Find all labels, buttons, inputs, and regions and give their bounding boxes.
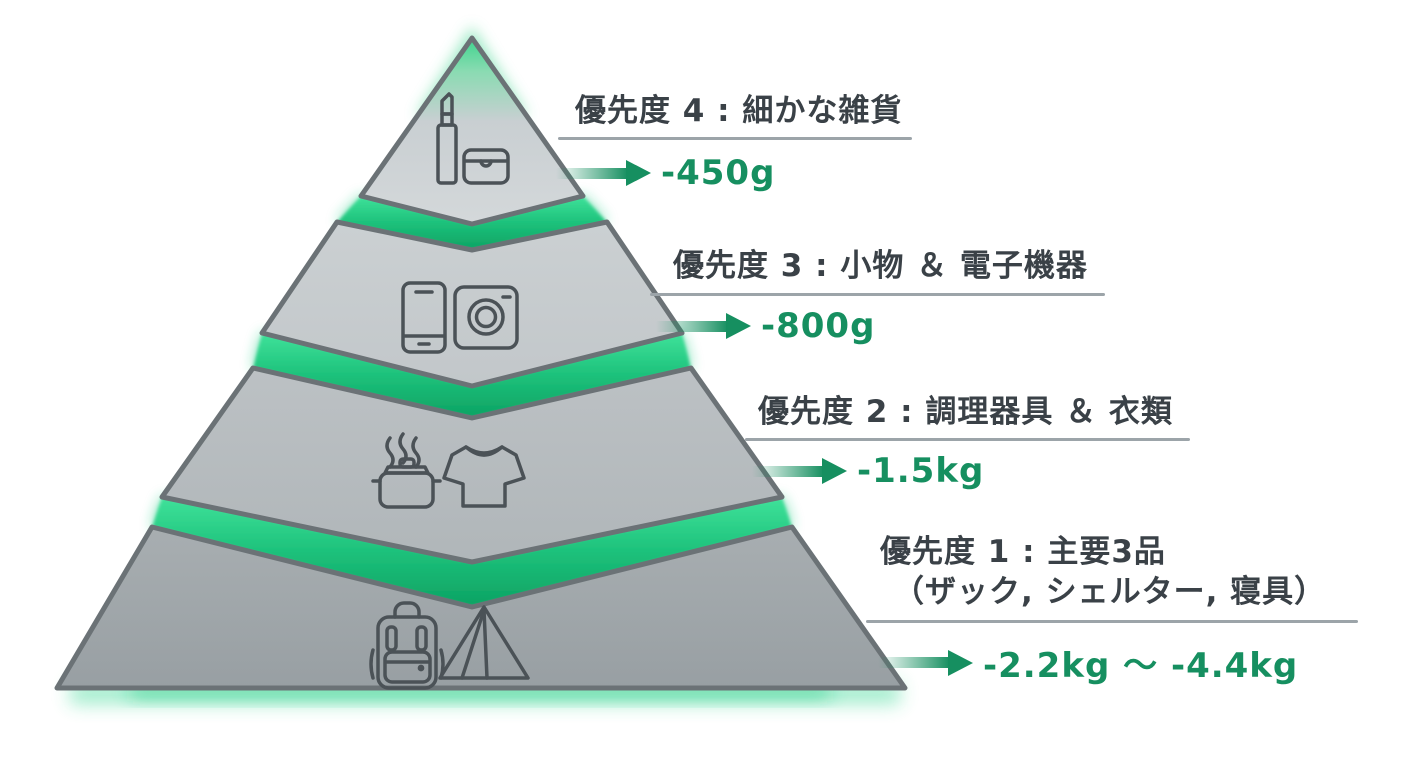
tier-1-title: 優先度 1 : 主要3品 <box>880 534 1166 570</box>
tier-1-arrow-icon <box>878 649 973 676</box>
tier-gap-glow-3-2 <box>253 333 691 418</box>
tier-4-value: -450g <box>661 153 776 193</box>
tier-3-title: 優先度 3 : 小物 ＆ 電子機器 <box>673 248 1088 284</box>
tier-2-shape <box>159 365 785 565</box>
lipstick-icon <box>436 92 458 185</box>
tier-1-underline <box>866 620 1358 623</box>
pot-icon <box>371 432 442 509</box>
tent-icon <box>438 605 530 680</box>
tier-4-underline <box>558 137 912 140</box>
tier-1-title-line2: （ザック, シェルター, 寝具） <box>893 574 1327 610</box>
pouch-icon <box>462 148 510 185</box>
tier-3-underline <box>650 293 1105 296</box>
tier-2-underline <box>745 438 1190 441</box>
smartphone-icon <box>401 281 447 354</box>
tier-2-arrow-icon <box>752 458 847 484</box>
camera-icon <box>453 285 519 350</box>
tier-2-title: 優先度 2 : 調理器具 ＆ 衣類 <box>758 394 1173 430</box>
tier-3-value: -800g <box>761 306 876 346</box>
tier-gap-glow-2-1 <box>152 497 792 607</box>
tier-4-shape <box>358 35 586 227</box>
tier-4-title: 優先度 4 : 細かな雑貨 <box>575 93 903 129</box>
tier-3-arrow-icon <box>656 313 751 339</box>
tier-1-shape <box>54 524 908 691</box>
tier-1-value: -2.2kg ～ -4.4kg <box>983 646 1299 686</box>
tier-4-arrow-icon <box>556 160 651 186</box>
tier-2-value: -1.5kg <box>857 451 985 491</box>
tshirt-icon <box>442 445 526 508</box>
tier-3-shape <box>259 219 685 389</box>
